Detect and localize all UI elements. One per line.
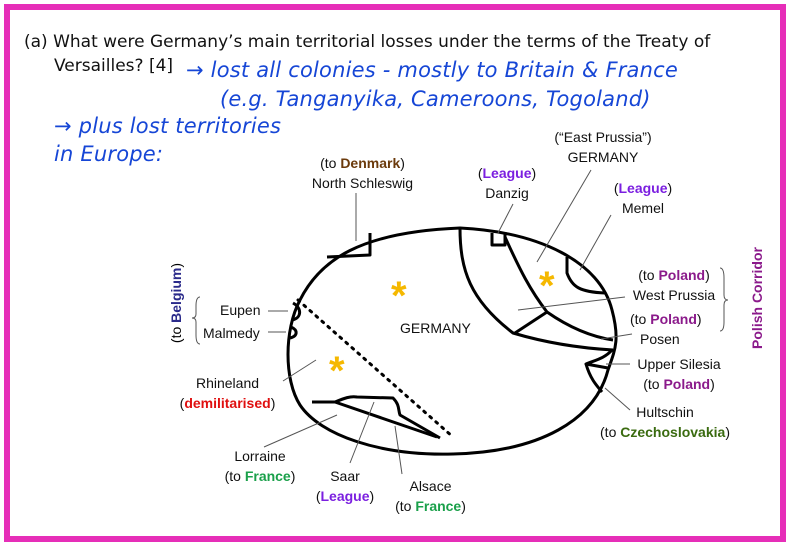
memel-label: (League) Memel (613, 180, 673, 216)
rhineland-demilitarised-line (296, 298, 455, 439)
belgium-label: (to Belgium) (168, 262, 184, 344)
answer-line-3: → plus lost territories (54, 114, 282, 138)
answer-line-4: in Europe: (54, 142, 164, 166)
west-prussia-label: (to Poland) West Prussia (632, 267, 716, 303)
star-icon: * (391, 274, 407, 318)
germany-label: GERMANY (400, 320, 471, 336)
question-line-2: Versailles? [4] (54, 56, 174, 76)
saar-label: Saar (League) (315, 468, 375, 504)
posen-divider (514, 310, 548, 335)
hultschin-border (584, 363, 604, 393)
leader-lines (191, 169, 729, 475)
lorraine-label: Lorraine (to France) (224, 448, 296, 484)
saar-border (334, 395, 441, 440)
upper-silesia-label: Upper Silesia (to Poland) (637, 356, 721, 392)
west-prussia-border (458, 227, 614, 352)
posen-label: (to Poland) Posen (630, 311, 702, 347)
polish-corridor-label: Polish Corridor (749, 247, 765, 349)
answer-line-1: → lost all colonies - mostly to Britain … (186, 58, 679, 82)
north-schleswig-label: (to Denmark) North Schleswig (311, 155, 414, 191)
malmedy-label: Malmedy (203, 325, 260, 341)
east-prussia-label: (“East Prussia”)GERMANY (554, 129, 652, 165)
page-border (4, 4, 786, 542)
answer-line-2: (e.g. Tanganyika, Cameroons, Togoland) (220, 87, 651, 111)
question-line-1: (a) What were Germany’s main territorial… (24, 32, 711, 52)
north-schleswig-border (326, 233, 372, 259)
star-icon: * (539, 264, 555, 308)
danzig-label: (League) Danzig (477, 165, 537, 201)
alsace-label: Alsace (to France) (395, 478, 466, 514)
malmedy-bump (289, 325, 298, 340)
star-icon: * (329, 349, 345, 393)
memel-border (565, 257, 606, 295)
eupen-label: Eupen (220, 302, 261, 318)
rhineland-label: Rhineland (demilitarised) (179, 375, 276, 411)
upper-silesia-border (584, 348, 614, 370)
eupen-bump (291, 301, 302, 322)
hultschin-label: Hultschin (to Czechoslovakia) (600, 404, 730, 440)
